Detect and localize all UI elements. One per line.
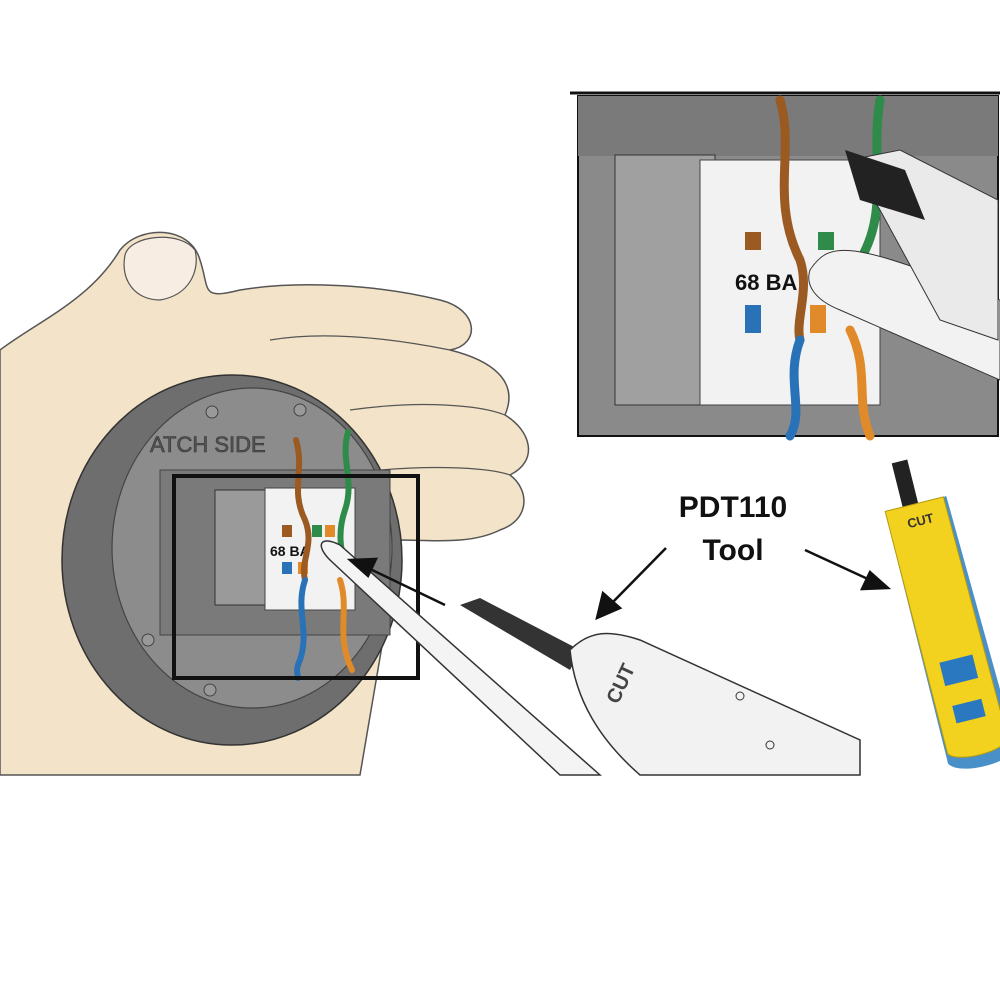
jack-label: 68 BA: [270, 543, 310, 559]
zoom-frame: [172, 474, 420, 680]
detail-inset: 68 BA: [570, 91, 1000, 441]
arrows: [346, 547, 892, 621]
inset-jack-label: 68 BA: [735, 270, 797, 295]
photo-punch-tool: CUT: [884, 459, 1000, 769]
wires: [293, 429, 355, 681]
photo-tool-cut-label: CUT: [906, 510, 936, 531]
line-art-punch-tool: CUT: [320, 540, 861, 776]
callout-line2: Tool: [702, 534, 763, 567]
housing-embossed-text: ATCH SIDE: [150, 432, 266, 457]
thumbnail: [123, 236, 197, 301]
callout-line1: PDT110: [679, 491, 787, 524]
